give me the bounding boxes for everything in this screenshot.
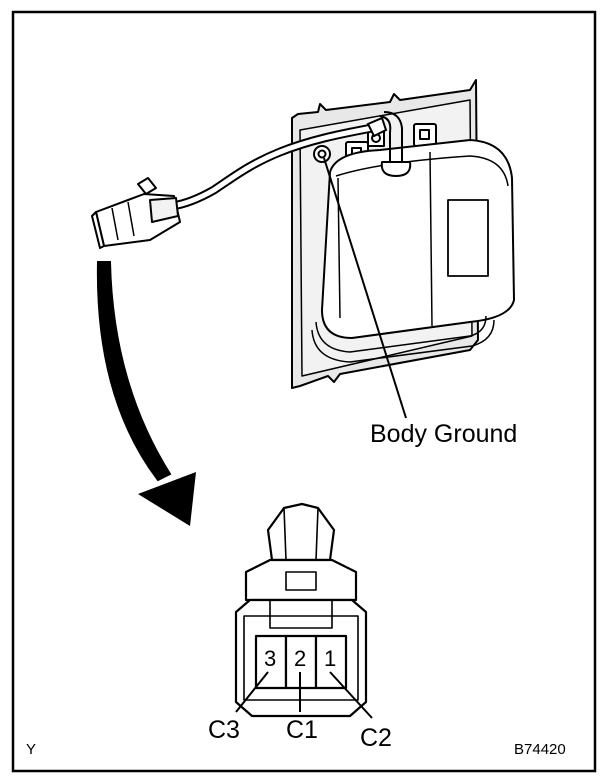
- arrow-head: [138, 472, 196, 526]
- wire-harness: [167, 116, 388, 211]
- pin-cavity-1: [314, 634, 348, 690]
- sensor-assembly: [291, 79, 515, 389]
- pin-number-2: 2: [294, 646, 306, 671]
- terminal-leaders: [235, 671, 373, 719]
- top-pipe: [380, 161, 412, 177]
- ground-bolt: [313, 145, 331, 163]
- view-code: Y: [26, 741, 36, 758]
- figure-id: B74420: [514, 741, 566, 758]
- body-ground-label: Body Ground: [370, 420, 517, 448]
- pin-number-1: 1: [324, 646, 336, 671]
- terminal-label-c1: C1: [286, 716, 318, 744]
- terminal-label-c2: C2: [360, 724, 392, 752]
- sensor-housing: [321, 139, 515, 339]
- pin-number-3: 3: [264, 646, 276, 671]
- housing-label-plate: [447, 199, 489, 277]
- terminal-label-c3: C3: [208, 716, 240, 744]
- body-ground-leader: [323, 157, 407, 419]
- curved-arrow: [96, 261, 196, 526]
- harness-connector: [91, 177, 181, 249]
